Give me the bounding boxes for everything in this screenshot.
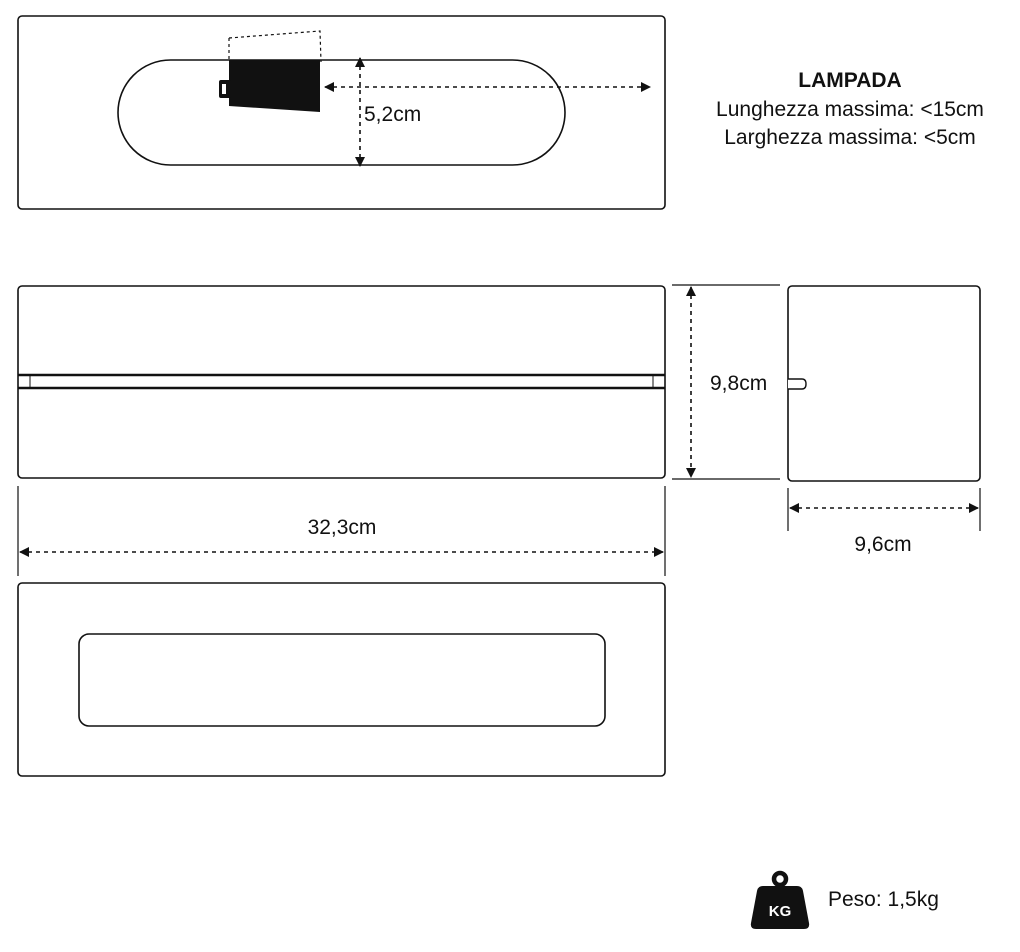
top-view: 5,2cm <box>17 15 666 210</box>
depth-label: 9,6cm <box>854 533 911 556</box>
bottom-view-opening <box>78 633 606 727</box>
front-view: 9,8cm 32,3cm <box>17 284 780 576</box>
lamp-body <box>229 60 320 112</box>
top-view-outline <box>17 15 666 210</box>
lamp-spec-block: LAMPADA Lunghezza massima: <15cm Larghez… <box>680 66 1020 152</box>
lamp-max-width: Larghezza massima: <5cm <box>724 126 976 149</box>
height-label: 9,8cm <box>710 372 767 395</box>
weight-kg-icon: KG <box>750 870 810 929</box>
lamp-max-length: Lunghezza massima: <15cm <box>716 98 984 121</box>
weight-block: KG Peso: 1,5kg <box>748 868 939 932</box>
slot-width-label: 5,2cm <box>364 103 421 126</box>
weight-label: Peso: 1,5kg <box>828 888 939 911</box>
side-view-notch <box>788 378 807 390</box>
lamp-slot <box>117 59 566 166</box>
length-label: 32,3cm <box>308 516 377 539</box>
bottom-view <box>17 582 666 777</box>
side-view: 9,6cm <box>787 285 981 556</box>
lamp-knob-inner <box>222 84 226 94</box>
lamp-ghost-outline <box>228 30 322 63</box>
side-view-outline <box>787 285 981 482</box>
weight-icon-label: KG <box>769 903 792 920</box>
bottom-view-outline <box>17 582 666 777</box>
front-view-outline <box>17 285 666 479</box>
lamp-title: LAMPADA <box>798 69 902 92</box>
